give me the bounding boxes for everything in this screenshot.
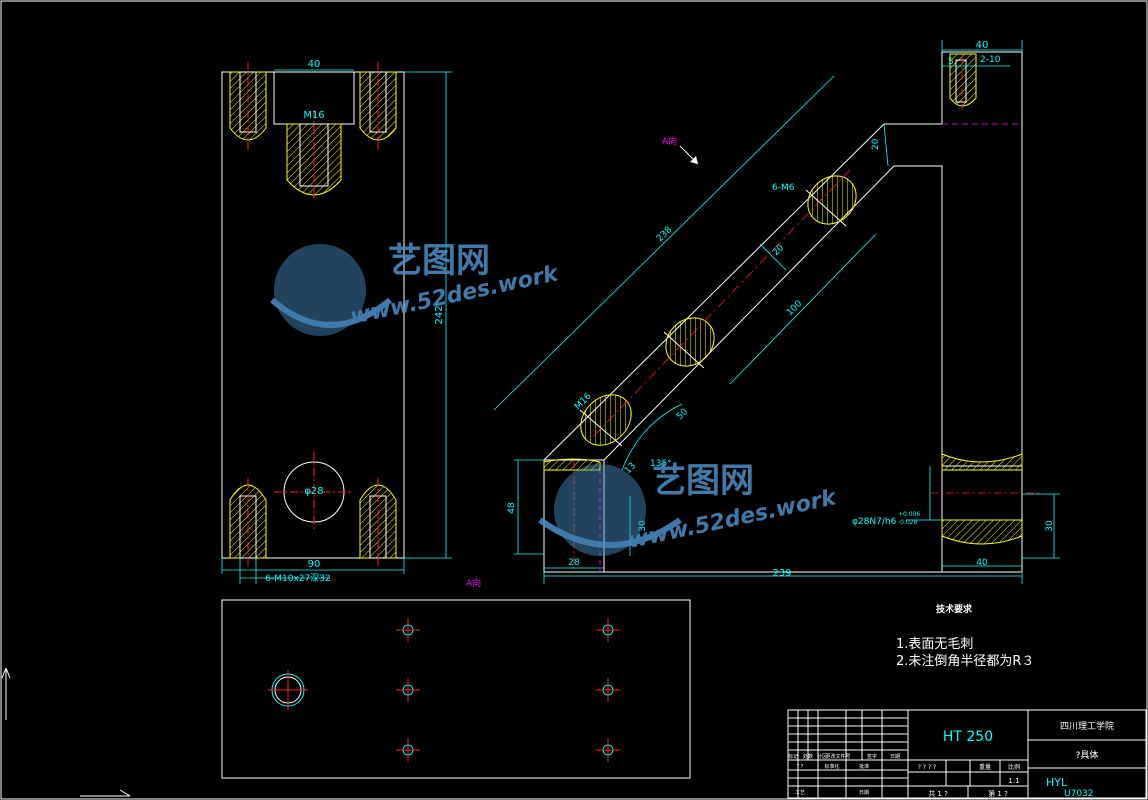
bottom-view-outline xyxy=(221,599,691,779)
watermark-swoosh xyxy=(270,297,392,328)
dim-base-right: 30 xyxy=(638,520,648,532)
tb-part-name: ?具体 xyxy=(1076,749,1099,761)
tb-scale-value: 1:1 xyxy=(1008,777,1019,785)
tb-label: 分区 xyxy=(817,753,827,760)
tb-row-labels: 标记 处数 分区 更改文件号 签字 日期 ? ? 标准化 批准 工艺 日期 xyxy=(788,753,900,796)
left-view xyxy=(221,62,405,568)
bottom-view xyxy=(221,599,691,779)
tb-scale-label: 比例 xyxy=(1008,763,1020,771)
dim-arm-length xyxy=(493,75,835,411)
tb-label: ? ? xyxy=(797,764,804,770)
section-bore-bottom xyxy=(941,519,1023,545)
arm-hole-slot xyxy=(663,331,705,369)
tb-label: 处数 xyxy=(803,753,813,760)
tb-school: 四川理工学院 xyxy=(1060,720,1114,732)
dim-left-top: 40 xyxy=(308,59,321,70)
note-item-1: 1.表面无毛刺 xyxy=(896,637,973,652)
watermark-upper: 艺图网 www.52des.work xyxy=(270,241,562,336)
dim-left-thread: M16 xyxy=(303,110,324,121)
tb-label: 日期 xyxy=(890,754,900,760)
section-bore-top xyxy=(941,453,1023,471)
tb-sheet-total: 共 1 ? xyxy=(928,789,948,798)
dim-left-holes-spec: 6-M10x27深32 xyxy=(265,573,330,584)
tb-label: 标准化 xyxy=(824,763,839,770)
dim-pitch xyxy=(759,243,787,271)
tb-sheet-no: 第 1 ? xyxy=(988,789,1008,798)
dim-left-hole: φ28 xyxy=(304,486,323,497)
tb-grid-left xyxy=(788,710,908,798)
main-dimensions xyxy=(493,40,1060,584)
watermark-brand: 艺图网 xyxy=(652,461,754,501)
dim-arm-offset xyxy=(883,123,889,167)
dim-pitch: 20 xyxy=(771,243,786,258)
title-block-frame xyxy=(787,709,1147,799)
tb-label: 批准 xyxy=(859,763,869,770)
dim-right-height: 30 xyxy=(1045,520,1055,532)
fit-lower: -0.028 xyxy=(898,519,918,526)
arm-centerline xyxy=(589,169,851,441)
dim-total-width: 239 xyxy=(772,568,791,579)
dim-top-small-left: 5 xyxy=(948,57,954,67)
arm-hole-slot xyxy=(805,189,847,227)
watermark-logo-icon xyxy=(274,244,366,336)
dim-arm-holes: 6-M6 xyxy=(772,183,795,193)
fit-label: φ28N7/h6 xyxy=(852,517,897,527)
dim-arm-offset: 20 xyxy=(871,138,881,150)
view-a-arrow-label: A向 xyxy=(662,135,677,147)
bottom-hole-crosses xyxy=(396,618,620,762)
section-top-right-bore xyxy=(955,59,967,103)
note-item-2: 2.未注倒角半径都为R３ xyxy=(896,654,1034,669)
dim-arc xyxy=(621,403,683,471)
dim-span xyxy=(729,233,877,385)
watermark-lower: 艺图网 www.52des.work xyxy=(538,461,840,556)
dim-angle: 135° xyxy=(650,459,672,469)
notes-heading: 技术要求 xyxy=(936,603,973,615)
section-base-top xyxy=(543,458,601,471)
ucs-icon xyxy=(1,667,131,797)
tb-label: 工艺 xyxy=(795,790,805,796)
tb-label: 更改文件号 xyxy=(825,753,850,760)
dim-left-bottom: 90 xyxy=(308,559,321,570)
tb-material: HT 250 xyxy=(943,729,993,745)
tb-label: 日期 xyxy=(859,790,869,796)
tb-label: 标记 xyxy=(788,753,798,760)
dim-right-block: 40 xyxy=(976,558,988,568)
dim-base-width: 28 xyxy=(568,558,580,568)
tb-code-main: HYL xyxy=(1046,776,1068,789)
dim-base-height: 48 xyxy=(507,502,517,514)
arm-hole-slot xyxy=(579,409,623,447)
dim-left-height: 242 xyxy=(434,305,445,324)
main-centerlines xyxy=(573,56,1040,572)
right-block-outline xyxy=(894,51,1023,573)
ucs-arrow xyxy=(1,667,7,679)
watermark-brand: 艺图网 xyxy=(388,241,490,281)
view-a-label: A向 xyxy=(466,577,481,589)
watermark-swoosh xyxy=(538,517,682,548)
dim-top-width: 40 xyxy=(976,40,989,51)
tb-code-sub: U7032 xyxy=(1064,789,1094,799)
main-sections xyxy=(543,53,1023,545)
section-top-right xyxy=(949,53,977,107)
right-block-top xyxy=(884,52,943,125)
tb-stage-label: ? ? ? ? xyxy=(918,764,936,771)
title-block xyxy=(787,709,1147,799)
bottom-small-holes xyxy=(402,624,614,756)
fit-upper: +0.006 xyxy=(898,511,920,518)
watermark-logo-icon xyxy=(554,464,646,556)
arm-hole-2 xyxy=(665,317,715,367)
ucs-arrow xyxy=(119,789,131,797)
arm-hole-1 xyxy=(807,175,857,225)
ucs-arrow xyxy=(5,667,11,679)
tb-weight-label: 重量 xyxy=(979,763,991,771)
dim-arc: 50 xyxy=(675,407,690,422)
dim-span: 100 xyxy=(785,299,804,318)
left-view-dimensions xyxy=(221,69,452,584)
view-a-arrowhead xyxy=(690,156,698,164)
dim-arm-length: 238 xyxy=(655,225,674,244)
dim-top-small-right: 2-10 xyxy=(980,55,1001,65)
arm-hole-3 xyxy=(580,394,632,446)
tb-label: 签字 xyxy=(867,753,877,760)
